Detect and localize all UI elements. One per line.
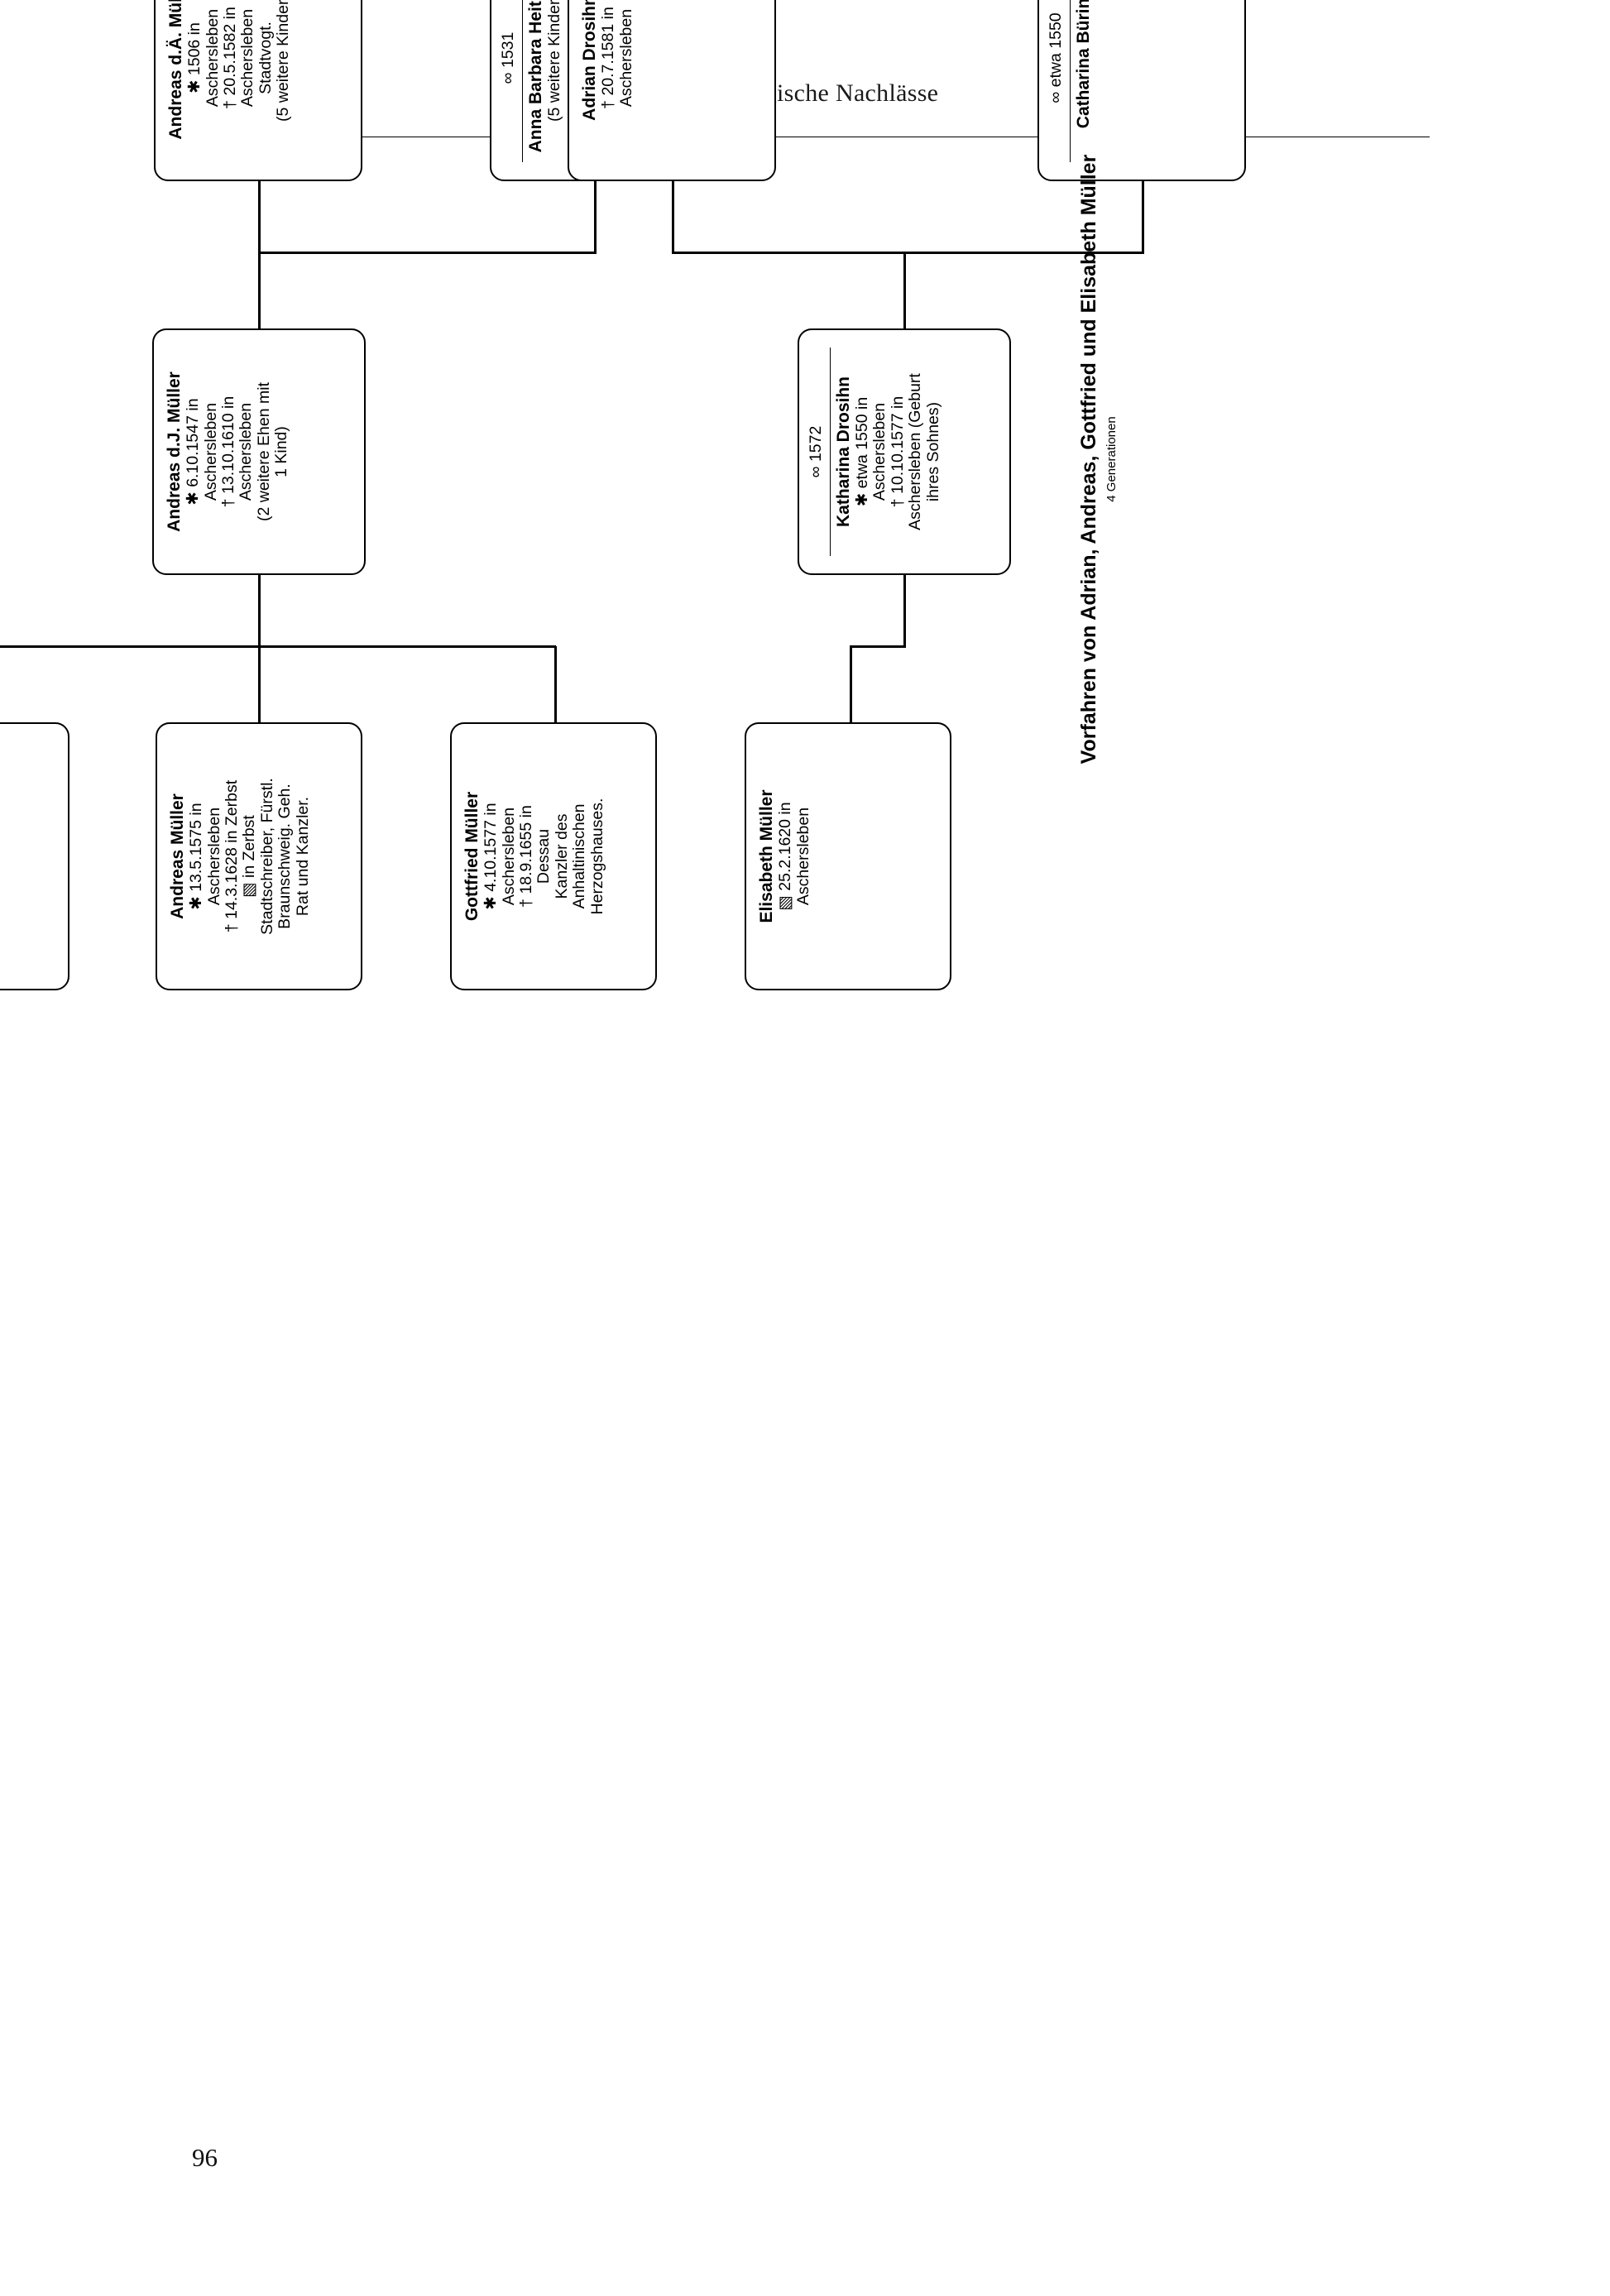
edge-katharina-bus — [850, 645, 906, 648]
node-catharina-bueiring[interactable]: ∞ etwa 1550 Catharina Büring — [1037, 0, 1246, 181]
node-detail-line: Dessau — [534, 828, 553, 884]
node-name: Elisabeth Müller — [757, 789, 776, 923]
node-andreas-mueller[interactable]: Andreas Müller ✱ 13.5.1575 in Aschersleb… — [156, 722, 362, 990]
edge-andreasdj-bus — [0, 645, 260, 648]
node-detail-line: Aschersleben — [238, 8, 257, 108]
node-detail-line: Aschersleben — [201, 402, 220, 501]
node-detail-line: ihres Sohnes) — [923, 401, 942, 502]
node-detail-line: Aschersleben — [616, 8, 635, 108]
node-detail-line: Braunschweig. Geh. — [276, 784, 295, 929]
node-detail-line: Aschersleben — [204, 807, 223, 906]
page-number: 96 — [192, 2143, 218, 2172]
edge-gen3-andreasdj — [258, 254, 261, 328]
edge-annabarbara — [594, 181, 597, 254]
node-detail-line: Aschersleben — [499, 807, 518, 906]
node-detail-line: † 14.3.1628 in Zerbst — [222, 779, 241, 933]
node-detail-line: Kanzler des — [552, 813, 571, 899]
edge-to-elisabeth — [850, 646, 852, 722]
edge-andreasda — [258, 181, 261, 254]
node-andreas-da-mueller[interactable]: Andreas d.Ä. Müller ✱ 1506 in Aschersleb… — [154, 0, 362, 181]
node-detail-line: Stadtschreiber, Fürstl. — [257, 778, 276, 935]
node-name: Katharina Drosihn — [833, 376, 853, 528]
node-name: Andreas Müller — [168, 793, 187, 919]
node-detail-line: Aschersleben (Geburt — [906, 373, 925, 530]
marriage-label: ∞ 1572 — [804, 347, 831, 557]
edge-catharina — [1142, 181, 1144, 254]
edge-adriandrosihn — [672, 181, 674, 254]
chart-title: Vorfahren von Adrian, Andreas, Gottfried… — [1077, 154, 1100, 765]
node-detail-line: † 18.9.1655 in — [516, 805, 535, 908]
node-detail-line: † 20.7.1581 in — [599, 7, 618, 109]
node-adrian-drosihn[interactable]: Adrian Drosihn † 20.7.1581 in Aschersleb… — [568, 0, 776, 181]
node-detail-line: ✱ 4.10.1577 in — [482, 803, 501, 910]
node-detail-line: ▧ in Zerbst — [240, 815, 259, 898]
edge-katharina-trunk — [903, 575, 906, 648]
node-detail-line: ✱ etwa 1550 in — [852, 396, 871, 507]
node-detail-line: Aschersleben — [793, 807, 812, 906]
node-detail-line: (5 weitere Kinder) — [544, 0, 563, 122]
node-gottfried-mueller[interactable]: Gottfried Müller ✱ 4.10.1577 in Aschersl… — [450, 722, 657, 990]
node-detail-line: Herzogshauses. — [587, 798, 606, 915]
chart-subtitle: 4 Generationen — [1104, 416, 1119, 502]
node-detail-line: Anhaltinischen — [570, 803, 589, 909]
node-detail-line: (5 weitere Kinder) — [274, 0, 293, 122]
genealogy-chart: Adrian Müller ✱ 13.4.1573 in Ascherslebe… — [0, 0, 1246, 1014]
marriage-label: ∞ etwa 1550 — [1044, 0, 1071, 163]
edge-to-andreas — [258, 646, 261, 722]
node-detail-line: ✱ 6.10.1547 in — [184, 398, 203, 506]
node-adrian-mueller[interactable]: Adrian Müller ✱ 13.4.1573 in Ascherslebe… — [0, 722, 69, 990]
node-name: Anna Barbara Heitberg — [525, 0, 545, 153]
edge-to-gottfried — [554, 646, 557, 722]
node-detail-line: Rat und Kanzler. — [293, 796, 312, 917]
node-detail-line: ✱ 13.5.1575 in — [187, 803, 206, 910]
node-detail-line: † 20.5.1582 in — [220, 7, 239, 109]
node-katharina-drosihn[interactable]: ∞ 1572 Katharina Drosihn ✱ etwa 1550 in … — [798, 328, 1011, 575]
node-detail-line: Aschersleben — [870, 402, 889, 501]
node-detail-line: Aschersleben — [237, 402, 256, 501]
node-detail-line: † 13.10.1610 in — [218, 395, 237, 508]
edge-gen3-katharina — [903, 254, 906, 328]
node-detail-line: (2 weitere Ehen mit — [254, 382, 273, 521]
node-detail-line: 1 Kind) — [272, 426, 291, 477]
node-detail-line: ✱ 1506 in — [185, 22, 204, 93]
node-detail-line: ▧ 25.2.1620 in — [776, 802, 795, 911]
node-name: Gottfried Müller — [462, 791, 482, 922]
edge-andreasdj-bus2 — [258, 645, 556, 648]
node-name: Andreas d.J. Müller — [165, 371, 184, 532]
node-detail-line: † 10.10.1577 in — [888, 395, 907, 508]
node-elisabeth-mueller[interactable]: Elisabeth Müller ▧ 25.2.1620 in Aschersl… — [745, 722, 951, 990]
edge-gen3-bus-b — [672, 252, 1143, 254]
marriage-label: ∞ 1531 — [496, 0, 523, 163]
edge-andreasdj-trunk — [258, 575, 261, 648]
node-detail-line: Aschersleben — [203, 8, 222, 108]
node-name: Adrian Drosihn — [580, 0, 599, 121]
node-andreas-dj-mueller[interactable]: Andreas d.J. Müller ✱ 6.10.1547 in Asche… — [152, 328, 366, 575]
node-name: Andreas d.Ä. Müller — [166, 0, 185, 140]
edge-gen3-bus-a — [258, 252, 594, 254]
chart-caption: Vorfahren von Adrian, Andreas, Gottfried… — [1077, 4, 1119, 914]
node-detail-line: Stadtvogt. — [256, 22, 275, 94]
